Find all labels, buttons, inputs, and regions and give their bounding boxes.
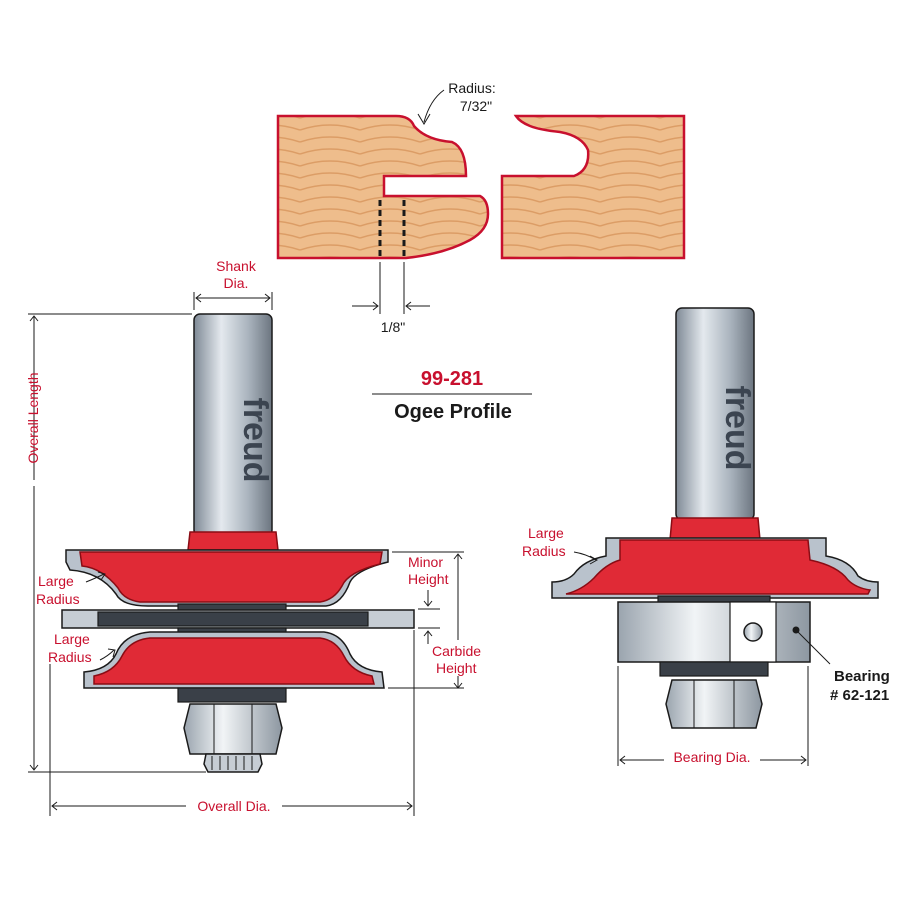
radius-arrow-icon <box>417 89 445 125</box>
right-collar <box>669 517 761 541</box>
model-number: 99-281 <box>421 368 483 390</box>
right-wood-board <box>500 114 686 260</box>
left-upper-carbide <box>79 551 383 603</box>
right-dimensions: Large Radius Bearing # 62-121 Bearing Di… <box>522 525 890 766</box>
minor-height-label-2: Height <box>408 571 449 587</box>
radius-title: Radius: <box>448 80 495 96</box>
large-radius-upper-1: Large <box>38 573 74 589</box>
bearing-ball-icon <box>743 622 763 642</box>
right-nut <box>665 679 763 729</box>
right-bearing <box>617 601 811 663</box>
right-brand-logo: freud <box>718 386 756 471</box>
right-large-radius-2: Radius <box>522 543 566 559</box>
gap-label: 1/8" <box>381 319 405 335</box>
left-nut <box>183 703 283 755</box>
large-radius-upper-2: Radius <box>36 591 80 607</box>
left-slot-cutter-core <box>97 611 369 627</box>
left-wood-board <box>276 114 490 260</box>
wood-joint-illustration: 1/8" Radius: 7/32" <box>276 80 686 335</box>
shank-dia-label-1: Shank <box>216 258 257 274</box>
overall-length-label: Overall Length <box>25 372 41 463</box>
large-radius-lower-arrow-icon <box>99 648 116 661</box>
bearing-label-2: # 62-121 <box>830 687 889 704</box>
left-thread <box>203 753 263 773</box>
product-title: 99-281 Ogee Profile <box>372 368 532 423</box>
left-upper-collar <box>187 531 279 551</box>
overall-dia-label: Overall Dia. <box>197 798 270 814</box>
profile-name: Ogee Profile <box>394 401 512 423</box>
bearing-pointer-dot-icon <box>792 626 800 634</box>
bearing-leader-line <box>797 631 831 665</box>
bearing-dia-label: Bearing Dia. <box>673 749 750 765</box>
minor-height-label-1: Minor <box>408 554 443 570</box>
left-router-bit: freud <box>61 313 415 773</box>
large-radius-lower-2: Radius <box>48 649 92 665</box>
right-carbide <box>565 539 872 595</box>
left-dimensions: Shank Dia. Overall Length Large Radius L… <box>25 258 481 816</box>
right-large-radius-arrow-icon <box>573 551 599 565</box>
carbide-height-label-2: Height <box>436 660 477 676</box>
right-router-bit: freud <box>551 307 879 729</box>
shank-dia-label-2: Dia. <box>224 275 249 291</box>
carbide-height-label-1: Carbide <box>432 643 481 659</box>
right-lower-hub <box>659 661 769 677</box>
left-brand-logo: freud <box>236 398 274 483</box>
bearing-label-1: Bearing <box>834 668 890 685</box>
right-large-radius-1: Large <box>528 525 564 541</box>
left-lower-carbide <box>93 637 375 685</box>
radius-value: 7/32" <box>460 98 492 114</box>
large-radius-upper-arrow-icon <box>85 571 106 583</box>
large-radius-lower-1: Large <box>54 631 90 647</box>
left-lower-hub <box>177 687 287 703</box>
